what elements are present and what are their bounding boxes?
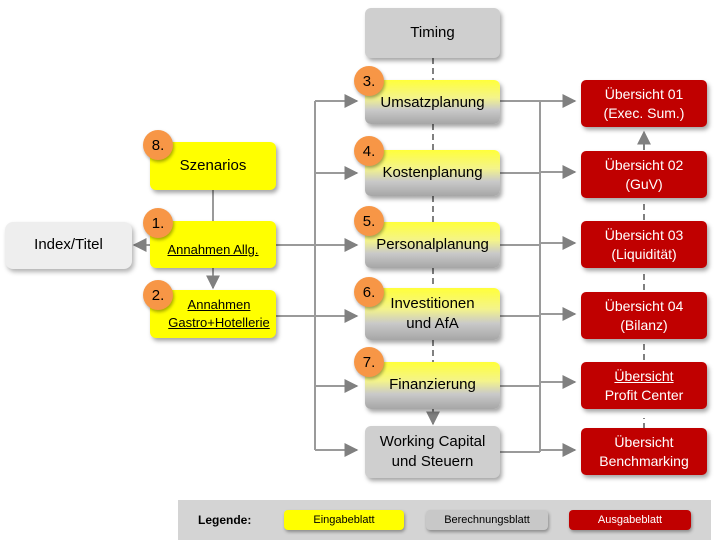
szenarios-label: Szenarios xyxy=(179,156,247,174)
benchmarking-box: Übersicht Benchmarking xyxy=(581,428,707,475)
annahmen-gastro-link-2[interactable]: Gastro+Hotellerie xyxy=(168,315,270,330)
step-badge-7: 7. xyxy=(354,347,384,377)
step-badge-3: 3. xyxy=(354,66,384,96)
step-badge-8: 8. xyxy=(143,130,173,160)
step-badge-1: 1. xyxy=(143,208,173,238)
uebersicht04-box: Übersicht 04 (Bilanz) xyxy=(581,292,707,339)
legend-calc-label: Berechnungsblatt xyxy=(444,514,530,526)
profit-center-link-1[interactable]: Übersicht xyxy=(614,367,674,384)
step-badge-5: 5. xyxy=(354,206,384,236)
uebersicht04-label-2: (Bilanz) xyxy=(620,316,668,333)
profit-center-box[interactable]: Übersicht Profit Center xyxy=(581,362,707,409)
annahmen-allg-box[interactable]: Annahmen Allg. xyxy=(150,221,276,268)
kostenplanung-box: Kostenplanung xyxy=(365,150,500,196)
legend-title: Legende: xyxy=(198,513,252,527)
umsatzplanung-box: Umsatzplanung xyxy=(365,80,500,124)
legend-input: Eingabeblatt xyxy=(284,510,404,530)
umsatzplanung-label: Umsatzplanung xyxy=(380,93,485,111)
uebersicht03-label-2: (Liquidität) xyxy=(611,245,677,262)
legend-input-label: Eingabeblatt xyxy=(313,514,375,526)
legend-output: Ausgabeblatt xyxy=(569,510,691,530)
uebersicht02-label-1: Übersicht 02 xyxy=(604,156,684,173)
timing-label: Timing xyxy=(410,23,455,41)
uebersicht01-label-2: (Exec. Sum.) xyxy=(603,104,685,121)
step-badge-2: 2. xyxy=(143,280,173,310)
index-titel-label: Index/Titel xyxy=(34,236,103,254)
profit-center-label-2: Profit Center xyxy=(604,386,684,403)
finanzierung-label: Finanzierung xyxy=(389,376,476,394)
legend-output-label: Ausgabeblatt xyxy=(597,514,663,526)
timing-box: Timing xyxy=(365,8,500,58)
step-badge-6: 6. xyxy=(354,277,384,307)
investitionen-label-1: Investitionen xyxy=(390,294,475,312)
benchmarking-label-2: Benchmarking xyxy=(599,452,689,469)
annahmen-allg-link[interactable]: Annahmen Allg. xyxy=(167,241,259,257)
personalplanung-box: Personalplanung xyxy=(365,222,500,268)
benchmarking-label-1: Übersicht xyxy=(614,433,674,450)
step-badge-4: 4. xyxy=(354,136,384,166)
working-capital-box: Working Capital und Steuern xyxy=(365,426,500,478)
working-capital-label-1: Working Capital xyxy=(379,432,486,450)
kostenplanung-label: Kostenplanung xyxy=(382,163,483,181)
personalplanung-label: Personalplanung xyxy=(376,235,489,253)
finanzierung-box: Finanzierung xyxy=(365,362,500,409)
investitionen-label-2: und AfA xyxy=(406,315,459,332)
uebersicht04-label-1: Übersicht 04 xyxy=(604,297,684,314)
uebersicht02-box: Übersicht 02 (GuV) xyxy=(581,151,707,198)
legend: Legende: Eingabeblatt Berechnungsblatt A… xyxy=(178,500,711,540)
uebersicht03-label-1: Übersicht 03 xyxy=(604,226,684,243)
index-titel-box: Index/Titel xyxy=(5,222,132,269)
legend-calc: Berechnungsblatt xyxy=(426,510,548,530)
uebersicht01-box: Übersicht 01 (Exec. Sum.) xyxy=(581,80,707,127)
investitionen-box: Investitionen und AfA xyxy=(365,288,500,340)
uebersicht03-box: Übersicht 03 (Liquidität) xyxy=(581,221,707,268)
annahmen-gastro-link-1[interactable]: Annahmen xyxy=(187,297,251,313)
uebersicht01-label-1: Übersicht 01 xyxy=(604,85,684,102)
uebersicht02-label-2: (GuV) xyxy=(625,175,663,192)
working-capital-label-2: und Steuern xyxy=(391,453,474,470)
